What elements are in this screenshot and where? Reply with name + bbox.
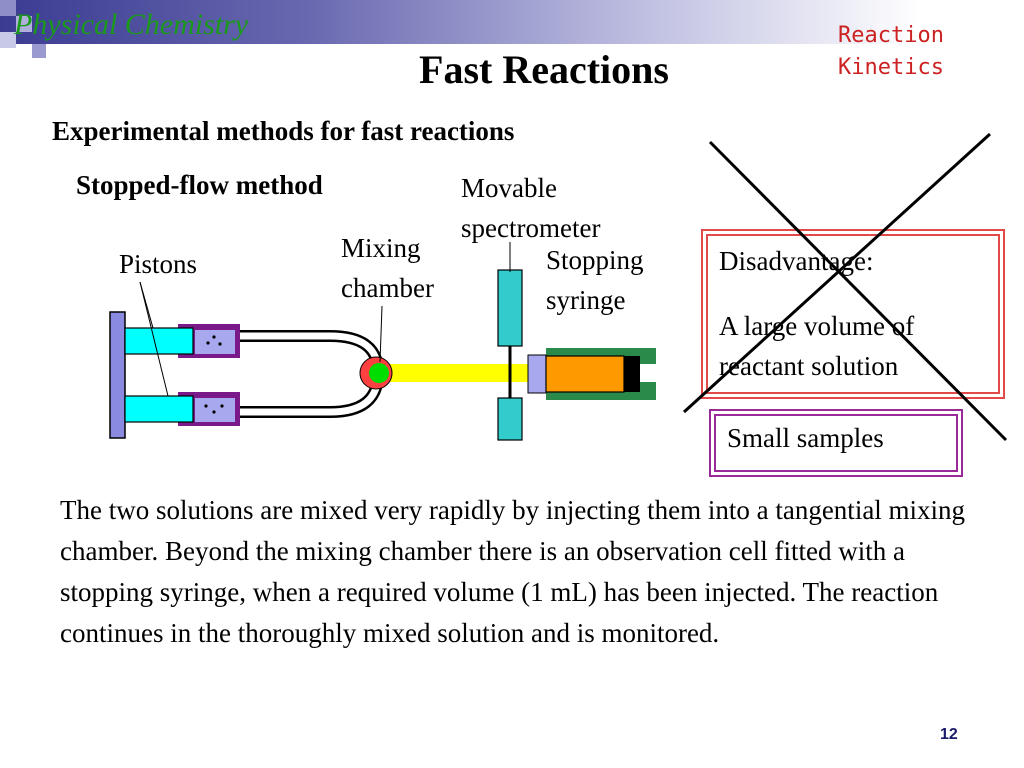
molecule-dot: [212, 335, 216, 339]
brand-title: Physical Chemistry: [14, 8, 249, 41]
topic-label: Reaction Kinetics: [838, 23, 944, 80]
disadvantage-title: Disadvantage:: [719, 246, 874, 276]
observation-cell: [384, 364, 532, 382]
cross-line: [708, 140, 1008, 442]
molecule-dot: [206, 341, 210, 345]
spectrometer-source: [497, 269, 523, 347]
description-paragraph: The two solutions are mixed very rapidly…: [60, 495, 966, 648]
stopping-syringe-plunger: [624, 356, 640, 392]
header-decor-square: [32, 44, 46, 58]
header-band: [0, 0, 1024, 44]
mixing-chamber-core: [369, 363, 389, 383]
header-decor-square: [16, 16, 32, 32]
method-name: Stopped-flow method: [76, 170, 323, 200]
molecule-dot: [212, 410, 216, 414]
upper-reagent: [195, 330, 235, 354]
advantage-box: [709, 409, 963, 477]
slide-number: 12: [940, 726, 958, 743]
molecule-dot: [220, 404, 224, 408]
header-decor-square: [0, 0, 16, 16]
header-decor-square: [0, 32, 16, 48]
lower-syringe-barrel: [124, 395, 194, 423]
page-title: Fast Reactions: [419, 47, 669, 92]
cross-line: [682, 132, 992, 414]
section-heading: Experimental methods for fast reactions: [52, 116, 515, 146]
spectrometer-detector: [497, 397, 523, 441]
lower-reagent: [195, 398, 235, 422]
upper-syringe-barrel: [124, 327, 194, 355]
disadvantage-box: [701, 229, 1005, 399]
spectrometer-label: Movable spectrometer: [461, 173, 601, 243]
advantage-text: Small samples: [727, 423, 884, 453]
stopping-syringe-barrel: [545, 355, 625, 393]
pistons-pointer: [139, 281, 169, 397]
mixing-chamber-label: Mixing chamber: [341, 233, 434, 303]
mixing-chamber-pointer: [379, 305, 383, 363]
molecule-dot: [218, 342, 222, 346]
stopping-syringe-label: Stopping syringe: [546, 245, 644, 315]
molecule-dot: [204, 404, 208, 408]
pistons-label: Pistons: [119, 249, 198, 279]
housing-slot: [640, 364, 658, 382]
piston-plate: [109, 311, 126, 439]
